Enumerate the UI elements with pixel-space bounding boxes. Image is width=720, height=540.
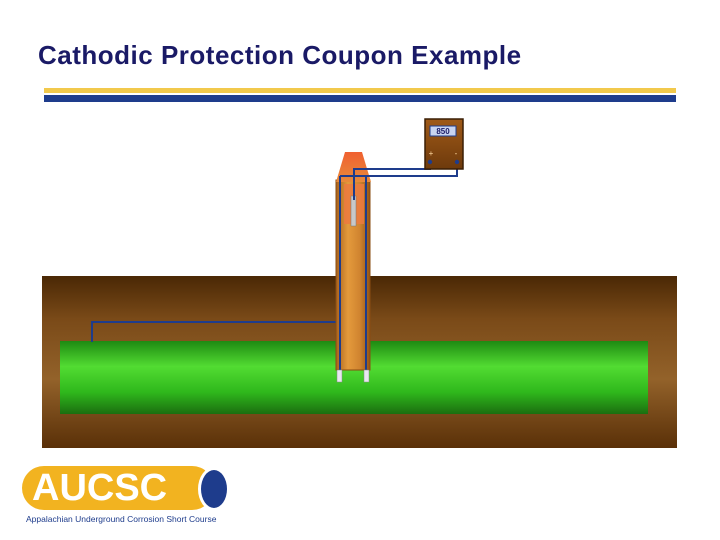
voltmeter-negative-terminal <box>454 159 460 165</box>
coupon-tip-left <box>336 369 343 383</box>
slide-title: Cathodic Protection Coupon Example <box>38 40 522 70</box>
reference-cell-rod <box>350 195 357 227</box>
pipe-lead-wire <box>91 321 340 342</box>
logo-word: AUCSC <box>32 467 168 509</box>
voltmeter-negative-label: - <box>455 149 458 158</box>
logo-tagline: Appalachian Underground Corrosion Short … <box>26 514 217 524</box>
voltmeter-positive-label: + <box>429 149 434 158</box>
title-underline <box>44 88 676 102</box>
aucsc-logo: AUCSC Appalachian Underground Corrosion … <box>22 466 230 528</box>
underline-navy-bar <box>44 95 676 102</box>
underline-gold-bar <box>44 88 676 93</box>
coupon-tube-cap <box>336 152 371 182</box>
voltmeter-positive-terminal <box>427 159 433 165</box>
coupon-tip-right <box>363 369 370 383</box>
voltmeter-reading: 850 <box>436 127 450 136</box>
logo-wordmark: AUCSC <box>22 466 214 510</box>
logo-ring-icon <box>198 467 230 511</box>
voltmeter-display <box>429 125 457 137</box>
